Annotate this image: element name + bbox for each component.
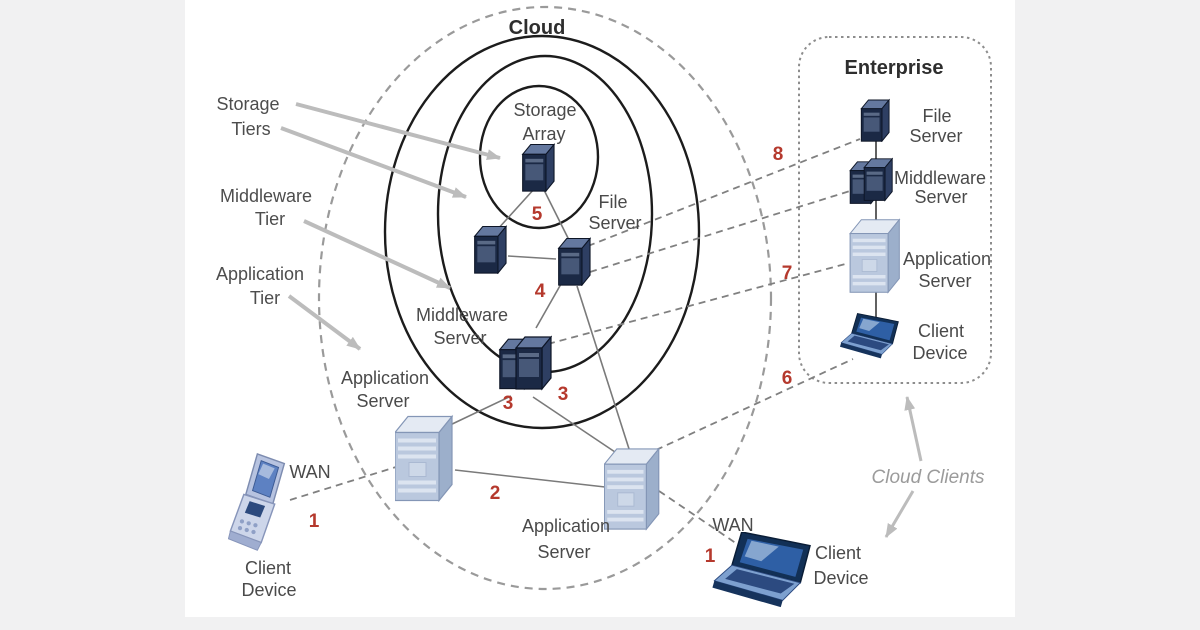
enterprise-middleware-label: Middleware — [894, 168, 986, 188]
cloud-boundary-dashed-ellipse — [317, 5, 773, 591]
enterprise-file-server-label: Server — [909, 126, 962, 146]
enterprise-application-label: Server — [918, 271, 971, 291]
enterprise-middleware-server-icon — [849, 158, 893, 204]
link-number-1-right: 1 — [705, 546, 716, 567]
link8-fileserver-to-enterprise-fileserver — [587, 138, 861, 247]
storage-tiers-arrow-2 — [280, 126, 467, 199]
application-tier-label: Tier — [250, 288, 280, 308]
storage-tiers-label: Storage — [216, 94, 279, 114]
enterprise-file-server-icon — [860, 99, 890, 142]
link-middleware-to-appserver2 — [532, 396, 616, 453]
link-number-2: 2 — [490, 483, 501, 504]
wan-right-label: WAN — [712, 515, 753, 535]
storage-array-label: Array — [522, 124, 565, 144]
phone-client-label: Device — [241, 580, 296, 600]
wan-link-appserver2-to-laptop — [658, 490, 747, 551]
application-tier-ellipse — [383, 34, 701, 430]
link6-appserver2-to-enterprise-client — [655, 358, 854, 451]
laptop-client-label: Device — [813, 568, 868, 588]
link-storage-to-left-server — [496, 187, 536, 231]
storage-tiers-arrow-1 — [295, 102, 501, 160]
enterprise-client-label: Device — [912, 343, 967, 363]
link-number-3-right: 3 — [558, 384, 569, 405]
link-number-7: 7 — [782, 263, 793, 284]
application-tier-label: Application — [216, 264, 304, 284]
cloud-clients-arrows — [884, 396, 923, 538]
link-numbers: 5 4 3 3 2 1 1 6 7 8 — [309, 144, 793, 567]
storage-tiers-label: Tiers — [231, 119, 270, 139]
link-storage-to-fileserver — [542, 187, 570, 241]
cloud-node-labels: Storage Array File Server Middleware Ser… — [341, 100, 642, 562]
storage-server-left-icon — [474, 225, 507, 274]
enterprise-boundary-box — [798, 36, 992, 384]
middleware-server-label: Server — [433, 328, 486, 348]
phone-client-label: Client — [245, 558, 291, 578]
link-number-5: 5 — [532, 204, 543, 225]
application-tier-arrow — [287, 294, 362, 351]
link-number-6: 6 — [782, 368, 793, 389]
file-server-label: Server — [588, 213, 641, 233]
wan-link-phone-to-appserver1 — [289, 466, 397, 501]
solid-links — [447, 140, 877, 488]
link-number-8: 8 — [773, 144, 784, 165]
laptop-client-label: Client — [815, 543, 861, 563]
link-fileserver-to-enterprise-middleware — [589, 190, 851, 273]
middleware-server-icon — [499, 336, 552, 390]
link-number-3-left: 3 — [503, 393, 514, 414]
tier-labels: Storage Tiers Middleware Tier Applicatio… — [216, 94, 312, 308]
middleware-server-label: Middleware — [416, 305, 508, 325]
cloud-clients-arrow-down — [884, 490, 915, 538]
application-server-bottom-label: Server — [537, 542, 590, 562]
application-server-left-label: Application — [341, 368, 429, 388]
link-fileserver-to-appserver2 — [576, 285, 631, 453]
link7-middleware-to-enterprise-appserver — [547, 262, 850, 345]
storage-array-label: Storage — [513, 100, 576, 120]
application-server-left-icon — [395, 415, 453, 502]
link-appserver1-to-appserver2 — [454, 469, 606, 488]
application-server-bottom-label: Application — [522, 516, 610, 536]
dashed-links — [289, 138, 861, 551]
middleware-tier-label: Tier — [255, 209, 285, 229]
enterprise-file-server-label: File — [922, 106, 951, 126]
link-number-4: 4 — [535, 281, 546, 302]
cloud-title: Cloud — [509, 17, 566, 39]
enterprise-application-label: Application — [903, 249, 991, 269]
link-fileserver-to-middleware — [535, 283, 562, 329]
enterprise-application-server-icon — [849, 219, 900, 293]
storage-array-icon — [522, 143, 555, 192]
enterprise-title: Enterprise — [845, 57, 944, 79]
application-server-bottom-icon — [604, 448, 660, 530]
wan-left-label: WAN — [289, 462, 330, 482]
enterprise-middleware-label: Server — [914, 187, 967, 207]
link-left-server-to-fileserver — [507, 255, 557, 260]
application-server-left-label: Server — [356, 391, 409, 411]
cloud-clients-annotation: Cloud Clients — [872, 467, 985, 488]
cloud-clients-arrow-up — [904, 396, 923, 462]
link-number-1-left: 1 — [309, 511, 320, 532]
link-middleware-to-appserver1 — [447, 395, 512, 427]
storage-tier-ellipse — [478, 84, 600, 230]
enterprise-labels: File Server Middleware Server Applicatio… — [894, 106, 991, 363]
enterprise-client-label: Client — [918, 321, 964, 341]
middleware-tier-label: Middleware — [220, 186, 312, 206]
middleware-tier-arrow — [303, 219, 451, 290]
file-server-icon — [558, 237, 591, 286]
tier-annotation-arrows — [280, 102, 501, 351]
file-server-label: File — [598, 192, 627, 212]
